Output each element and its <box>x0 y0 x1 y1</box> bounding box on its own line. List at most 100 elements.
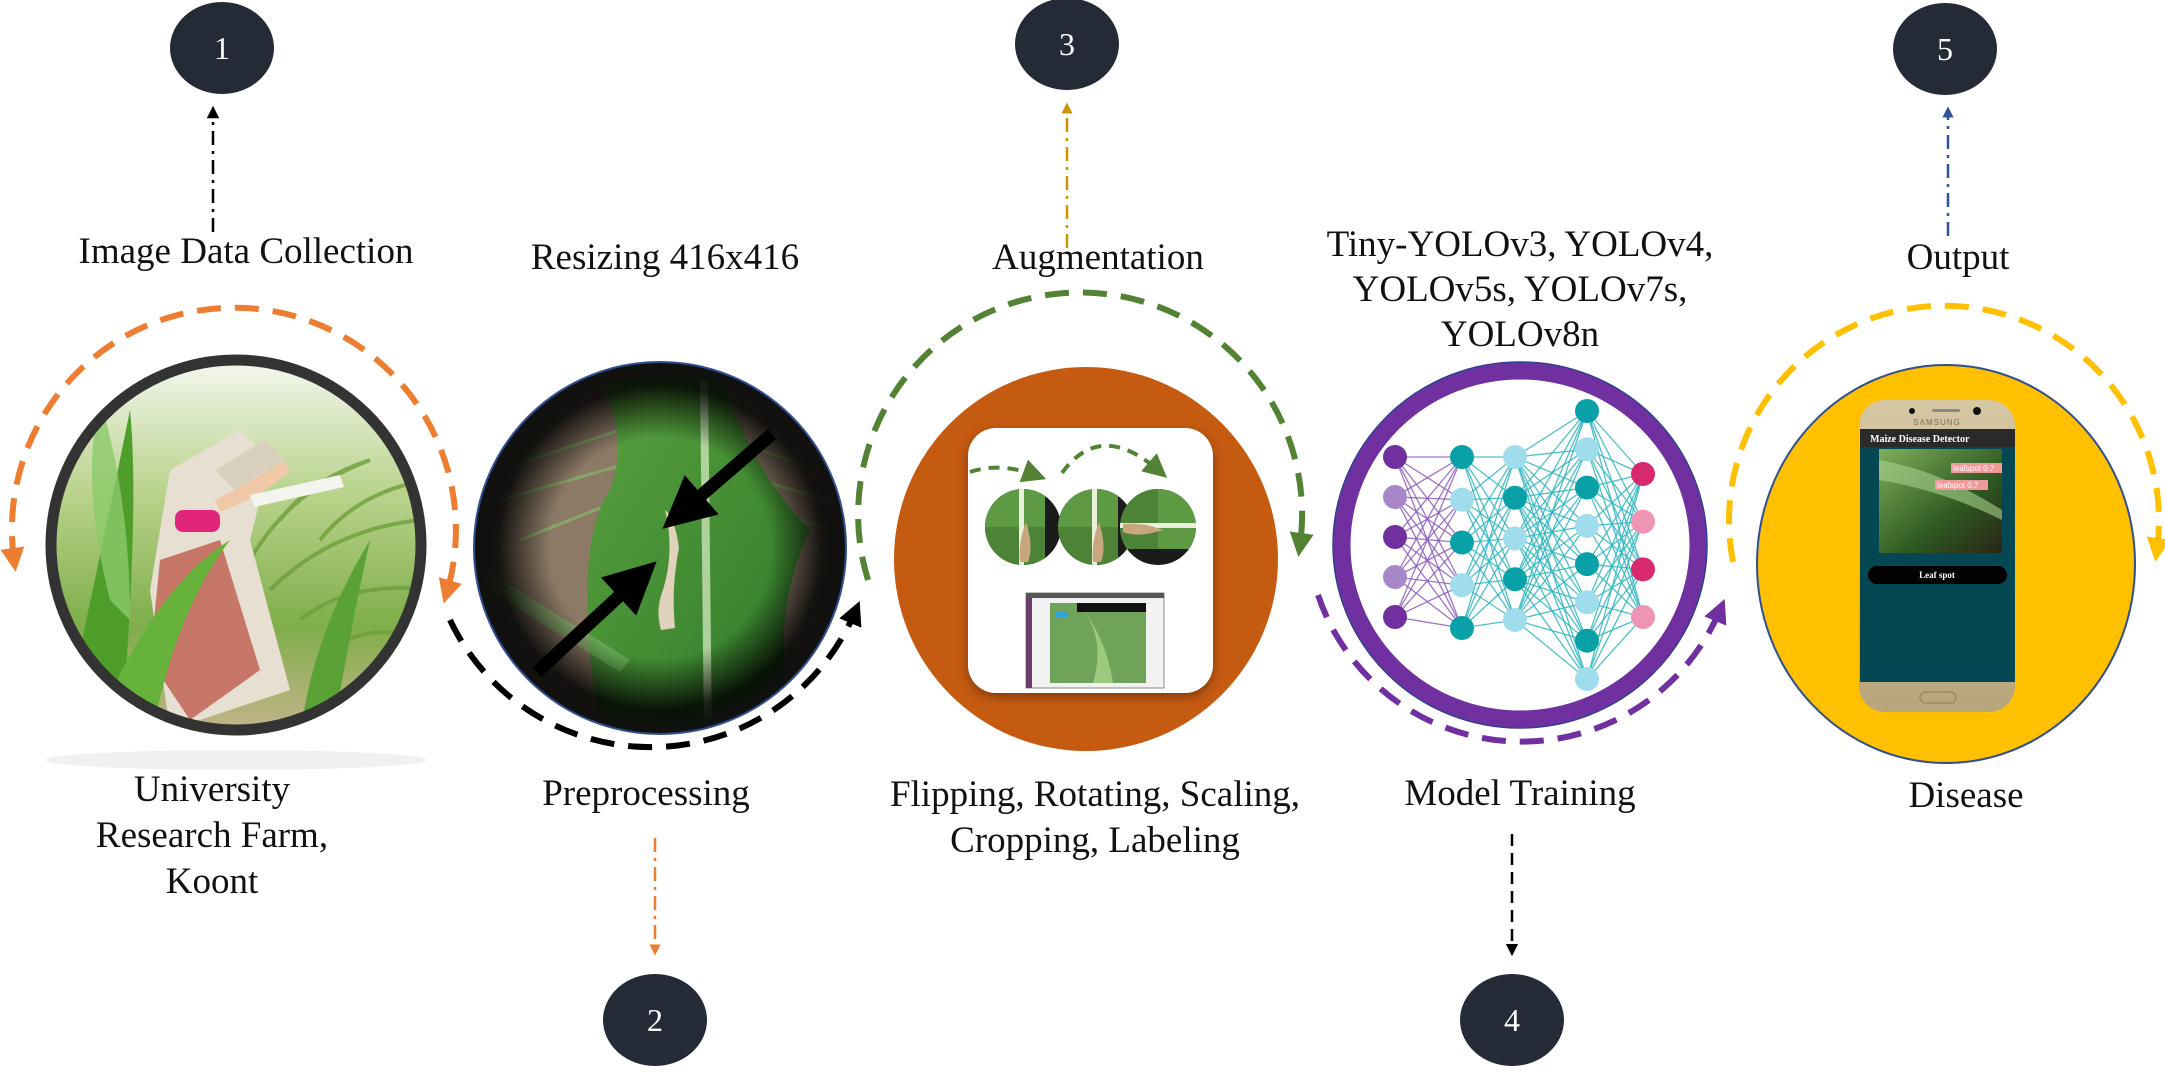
nn-edge <box>1514 525 1588 540</box>
nn-edge <box>1394 456 1463 578</box>
nn-edge <box>1514 497 1588 565</box>
step3-cycle-arc <box>855 289 1314 581</box>
nn-edge <box>1461 542 1516 621</box>
nn-edge <box>1586 525 1644 618</box>
nn-edge <box>1394 536 1463 629</box>
step-badge-2: 2 <box>603 974 707 1066</box>
badge-number: 4 <box>1504 1002 1520 1038</box>
step3-top-label: Augmentation <box>992 237 1204 278</box>
nn-edge <box>1586 568 1644 642</box>
step3-image <box>855 289 1314 751</box>
nn-edge <box>1394 456 1463 538</box>
step-badge-4: 4 <box>1460 974 1564 1066</box>
nn-edge <box>1514 578 1588 680</box>
nn-edge <box>1514 456 1588 603</box>
nn-edge <box>1586 521 1644 680</box>
nn-node-layer5 <box>1631 509 1655 534</box>
nn-edge <box>1586 473 1644 565</box>
phone: SAMSUNG Maize Disease Detector leafspot … <box>1859 400 2015 712</box>
badge-circle <box>1015 0 1119 90</box>
detection-label-2: leafspot 0.7 <box>1937 481 1979 490</box>
nn-edge <box>1514 456 1588 527</box>
step5-top-label: Output <box>1906 237 2010 278</box>
nn-edge <box>1586 473 1644 603</box>
badge-number: 1 <box>214 30 230 66</box>
badge-number: 5 <box>1937 31 1953 67</box>
nn-edge <box>1394 584 1463 618</box>
step1-frame <box>45 354 427 736</box>
badge-number: 2 <box>647 1002 663 1038</box>
nn-edge <box>1514 619 1588 642</box>
nn-edge <box>1394 536 1463 586</box>
nn-edge <box>1586 569 1644 680</box>
step2-cycle-arc <box>447 600 862 751</box>
nn-node-layer2 <box>1450 573 1474 598</box>
nn-edge <box>1514 456 1588 641</box>
badge-circle <box>170 2 274 94</box>
badge-circle <box>1893 3 1997 95</box>
nn-edge <box>1461 499 1516 621</box>
step-badge-1: 1 <box>170 2 274 94</box>
step1-image <box>0 304 462 770</box>
nn-edge <box>1514 456 1588 565</box>
nn-edge <box>1514 449 1588 621</box>
nn-edge <box>1394 499 1463 618</box>
step1-top-label: Image Data Collection <box>78 231 414 272</box>
nn-edge <box>1461 538 1516 629</box>
labeling-tool-screenshot <box>1025 592 1165 689</box>
step5-cycle-arc <box>1726 302 2165 563</box>
step-badge-5: 5 <box>1893 3 1997 95</box>
badge-circle <box>603 974 707 1066</box>
nn-edge <box>1514 497 1588 680</box>
nn-edge <box>1461 456 1516 580</box>
nn-edge <box>1394 456 1463 498</box>
nn-edge <box>1394 496 1463 586</box>
nn-node-layer1 <box>1383 605 1407 629</box>
nn-edge <box>1586 487 1644 618</box>
nn-edge <box>1461 456 1516 539</box>
nn-edge <box>1514 410 1588 621</box>
nn-node-layer1 <box>1383 525 1407 549</box>
nn-edge <box>1514 525 1588 621</box>
nn-edge <box>1394 456 1463 586</box>
badge-circle <box>1460 974 1564 1066</box>
badge-number: 3 <box>1059 26 1075 62</box>
nn-node-layer5 <box>1631 557 1655 582</box>
nn-edge <box>1514 578 1588 642</box>
nn-edge <box>1394 499 1463 538</box>
nn-node-layer3 <box>1503 526 1527 551</box>
nn-edge <box>1394 541 1463 578</box>
nn-edge <box>1514 497 1588 642</box>
nn-node-layer4 <box>1575 628 1599 653</box>
detection-label-1: leafspot 0.7 <box>1953 464 1995 473</box>
nn-edge <box>1514 538 1588 680</box>
nn-node-layer4 <box>1575 590 1599 615</box>
phone-home-button[interactable] <box>1919 691 1957 704</box>
nn-edge <box>1514 410 1588 539</box>
nn-edge <box>1514 410 1588 499</box>
result-label: Leaf spot <box>1919 570 1955 580</box>
nn-node-layer4 <box>1575 399 1599 423</box>
step4-top-label: Tiny-YOLOv3, YOLOv4, YOLOv5s, YOLOv7s, Y… <box>1326 224 1714 355</box>
step1-cycle-arc <box>0 304 462 604</box>
nn-edge <box>1514 538 1588 642</box>
nn-edge <box>1586 473 1644 527</box>
lesion-arrow-upper <box>662 429 777 529</box>
nn-edge <box>1461 456 1516 629</box>
result-button[interactable] <box>1868 566 2007 584</box>
nn-node-layer1 <box>1383 565 1407 589</box>
nn-edge <box>1514 487 1588 621</box>
nn-node-layer5 <box>1631 605 1655 629</box>
step5-bottom-label: Disease <box>1908 775 2024 816</box>
nn-node-layer2 <box>1450 530 1474 555</box>
nn-edge <box>1586 521 1644 603</box>
nn-node-layer2 <box>1450 616 1474 640</box>
nn-edge <box>1461 578 1516 629</box>
nn-node-layer1 <box>1383 445 1407 469</box>
nn-edge <box>1514 538 1588 603</box>
nn-edge <box>1394 456 1463 501</box>
nn-edge <box>1394 496 1463 544</box>
nn-edge <box>1514 601 1588 621</box>
nn-edge <box>1586 563 1644 618</box>
